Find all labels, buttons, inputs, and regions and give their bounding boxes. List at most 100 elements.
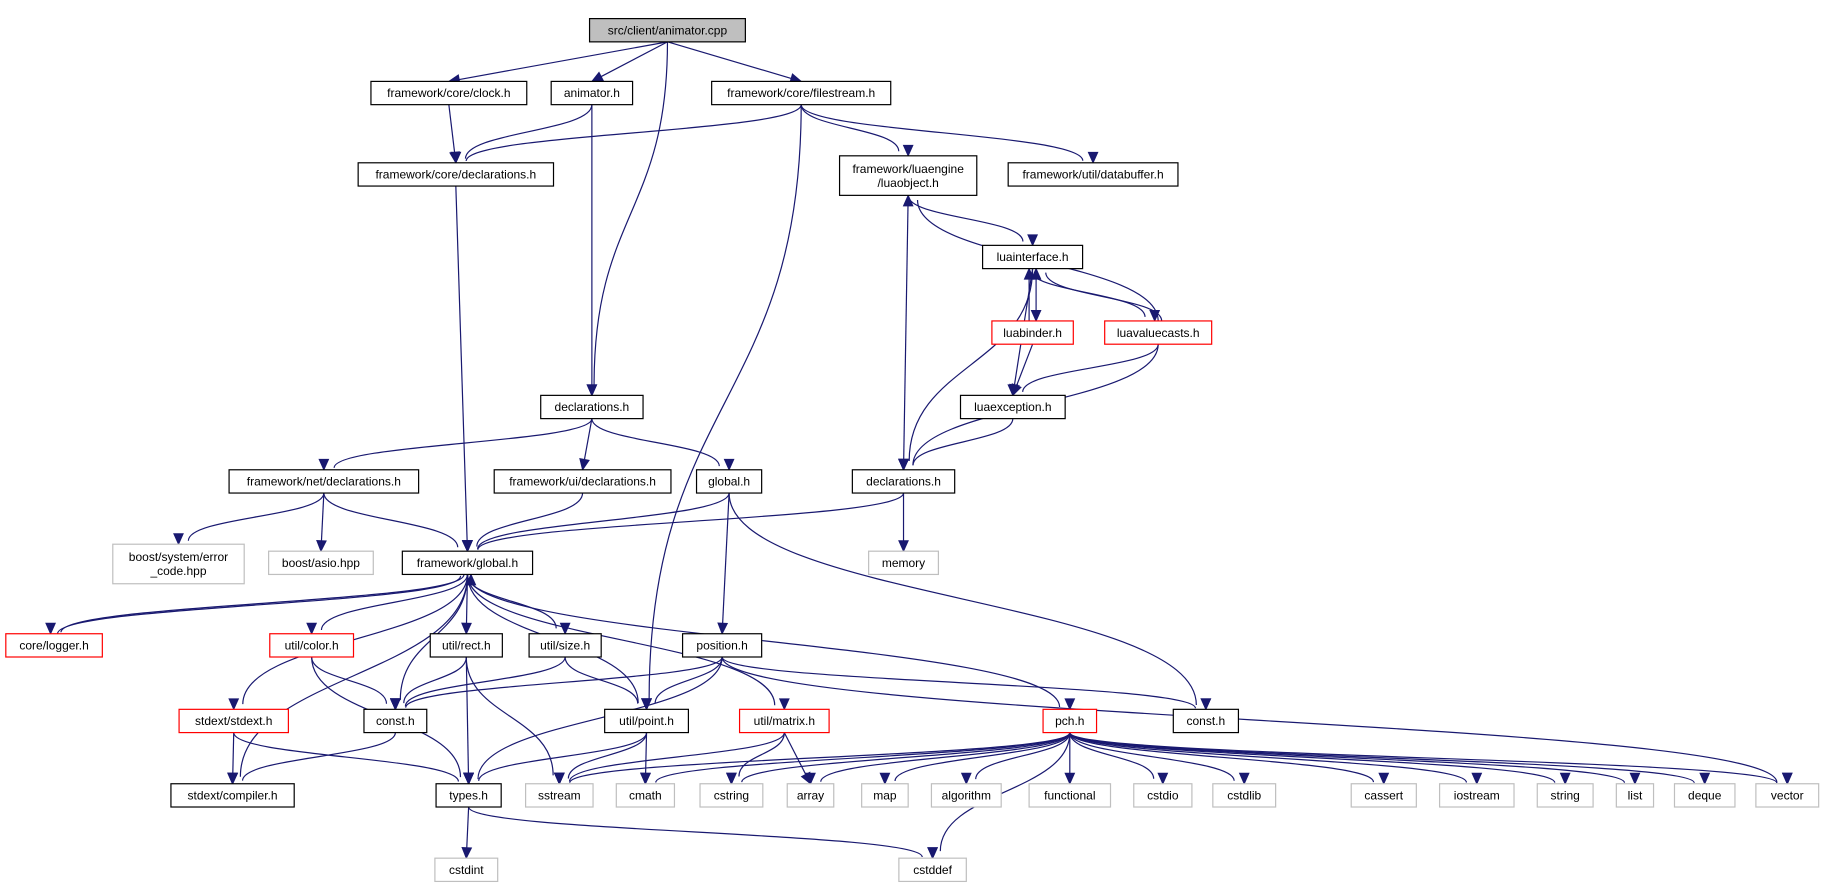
node-box [838,155,978,196]
node-box [1007,162,1179,187]
edge-line [741,732,1071,783]
node-sstream[interactable]: sstream [525,783,594,808]
node-rect[interactable]: util/rect.h [429,633,503,658]
node-core-decl[interactable]: framework/core/declarations.h [357,162,555,187]
node-label: position.h [696,639,747,653]
node-label: cassert [1364,789,1403,803]
node-label: boost/asio.hpp [282,556,360,570]
arrow-head [1238,772,1250,785]
edge-luaobject-to-luainterface [907,195,1039,247]
arrow-head [462,540,473,553]
node-animator-h[interactable]: animator.h [550,80,634,106]
node-size[interactable]: util/size.h [528,633,602,658]
node-label: algorithm [942,789,991,803]
node-root[interactable]: src/client/animator.cpp [588,18,746,43]
edge-size-to-const1 [389,656,566,711]
edge-pch-to-vector [1069,732,1793,785]
node-luabinder[interactable]: luabinder.h [991,320,1074,345]
node-filestream[interactable]: framework/core/filestream.h [711,80,892,106]
edge-line [569,732,1071,784]
node-const2[interactable]: const.h [1172,708,1240,734]
node-pch[interactable]: pch.h [1042,708,1098,734]
node-declarations[interactable]: declarations.h [540,394,644,420]
node-label: array [797,789,824,803]
node-vector[interactable]: vector [1755,783,1820,808]
node-box [868,550,940,576]
node-logger[interactable]: core/logger.h [5,633,103,658]
node-clock[interactable]: framework/core/clock.h [370,80,528,106]
node-box [738,708,830,734]
node-box [1104,320,1213,345]
node-luainterface[interactable]: luainterface.h [981,244,1084,270]
node-const1[interactable]: const.h [363,708,428,734]
node-functional[interactable]: functional [1028,783,1112,808]
edge-animator-h-to-declarations [586,104,598,397]
arrow-head [726,772,737,785]
node-databuffer[interactable]: framework/util/databuffer.h [1007,162,1179,187]
node-compiler[interactable]: stdext/compiler.h [170,783,295,808]
node-lua-decl[interactable]: declarations.h [851,469,956,494]
node-cmath[interactable]: cmath [615,783,676,808]
node-label: list [1628,789,1643,803]
node-cassert[interactable]: cassert [1350,783,1417,808]
node-cstdlib[interactable]: cstdlib [1212,783,1277,808]
edge-line [187,492,325,541]
arrow-head [805,772,816,785]
edge-line [320,493,325,541]
node-list[interactable]: list [1615,783,1655,808]
node-luaexception[interactable]: luaexception.h [959,394,1066,420]
node-luaobject[interactable]: framework/luaengine/luaobject.h [838,155,978,196]
node-ui-decl[interactable]: framework/ui/declarations.h [493,469,672,494]
edge-line [459,41,668,81]
edge-line [1069,732,1375,783]
edge-fw-global-to-logger [45,574,465,635]
node-boost-asio[interactable]: boost/asio.hpp [268,550,374,576]
arrow-head [586,384,598,397]
node-memory[interactable]: memory [868,550,940,576]
node-label: iostream [1454,789,1500,803]
node-label: const.h [376,714,415,728]
node-box [370,80,528,106]
node-fw-global[interactable]: framework/global.h [401,550,534,576]
arrow-head [389,698,401,711]
node-box [1755,783,1820,808]
node-global-h[interactable]: global.h [695,469,763,494]
node-label: framework/core/filestream.h [727,86,875,100]
edge-pch-to-map [879,732,1071,785]
edge-fw-global-to-matrix [466,574,790,711]
node-array[interactable]: array [786,783,835,808]
node-label: util/color.h [285,639,339,653]
node-string[interactable]: string [1536,783,1594,808]
node-luavaluecasts[interactable]: luavaluecasts.h [1104,320,1213,345]
node-point[interactable]: util/point.h [604,708,689,734]
node-cstring[interactable]: cstring [699,783,764,808]
node-deque[interactable]: deque [1673,783,1736,808]
node-boost-sys[interactable]: boost/system/error_code.hpp [112,543,245,585]
node-types[interactable]: types.h [435,783,502,808]
node-map[interactable]: map [861,783,909,808]
node-net-decl[interactable]: framework/net/declarations.h [228,469,420,494]
node-label: animator.h [564,86,620,100]
node-cstdint[interactable]: cstdint [434,857,499,883]
node-color[interactable]: util/color.h [269,633,355,658]
arrow-head [1378,772,1390,785]
edge-animator-h-to-core-decl [450,104,593,165]
node-matrix[interactable]: util/matrix.h [738,708,830,734]
node-box [861,783,909,808]
edge-line [233,732,459,782]
node-box [898,857,967,883]
node-stdext[interactable]: stdext/stdext.h [178,708,289,734]
node-cstddef[interactable]: cstddef [898,857,967,883]
node-algorithm[interactable]: algorithm [930,783,1002,808]
edge-filestream-to-databuffer [800,104,1099,165]
arrow-head [717,622,729,635]
node-box [1438,783,1515,808]
edge-line [593,41,669,386]
node-box [434,857,499,883]
edge-line [667,41,792,80]
node-iostream[interactable]: iostream [1438,783,1515,808]
node-box [681,633,763,658]
node-cstdio[interactable]: cstdio [1133,783,1193,808]
node-position[interactable]: position.h [681,633,763,658]
node-box [112,543,245,585]
